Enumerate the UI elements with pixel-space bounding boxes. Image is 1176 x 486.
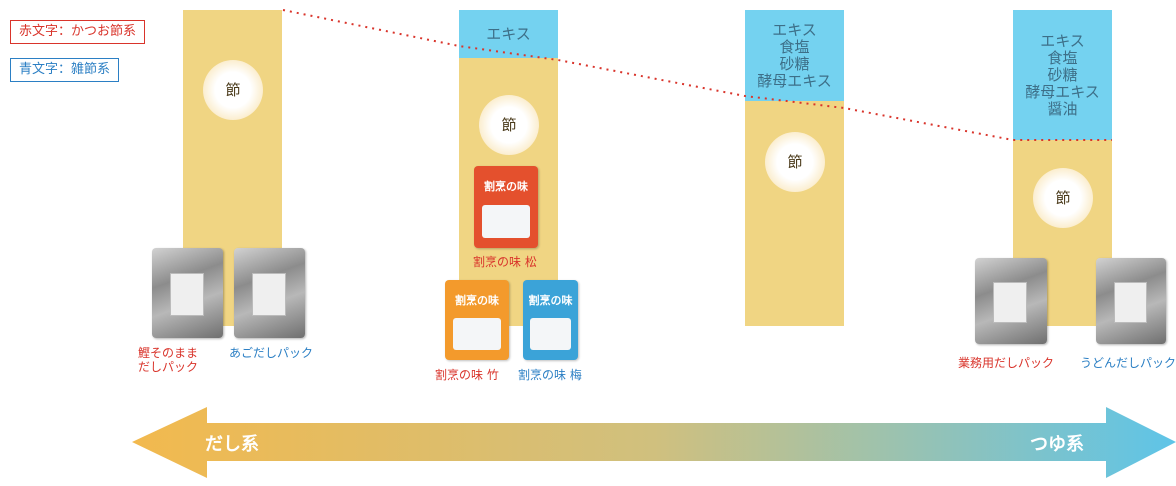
extract-block-2: エキス: [459, 10, 558, 58]
caption-kappo-matsu: 割烹の味 松: [473, 255, 537, 269]
extract-block-3: エキス 食塩 砂糖 酵母エキス: [745, 10, 844, 101]
caption-udon-pack: うどんだしパック: [1080, 356, 1176, 370]
package-logo: 割烹の味: [454, 294, 499, 308]
caption-katsuo-pack: 鰹そのまま だしパック: [138, 346, 198, 374]
product-bag-ago: [234, 248, 305, 338]
extract-item: エキス: [1040, 31, 1085, 50]
product-package-ume: 割烹の味: [523, 280, 578, 360]
setsu-circle-2: 節: [479, 95, 539, 155]
ingredient-column-4: エキス 食塩 砂糖 酵母エキス 醤油 節: [1013, 10, 1112, 326]
legend-katsuo-label: 赤文字：かつお節系: [10, 20, 146, 44]
setsu-circle-3: 節: [765, 132, 825, 192]
extract-item: エキス: [486, 24, 531, 43]
extract-item: エキス: [772, 20, 817, 39]
extract-item: 酵母エキス: [1025, 82, 1100, 101]
extract-item: 食塩: [779, 37, 810, 56]
arrow-label-dashi: だし系: [205, 434, 259, 455]
caption-gyomu-pack: 業務用だしパック: [958, 356, 1055, 370]
extract-item: 酵母エキス: [757, 71, 832, 90]
ingredient-column-3: エキス 食塩 砂糖 酵母エキス 節: [745, 10, 844, 326]
product-bag-katsuo: [152, 248, 223, 338]
product-bag-gyomu: [975, 258, 1047, 344]
product-bag-udon: [1096, 258, 1166, 344]
legend-zatsu-label: 青文字：雑節系: [10, 58, 120, 82]
setsu-circle-1: 節: [203, 60, 263, 120]
caption-kappo-ume: 割烹の味 梅: [518, 368, 582, 382]
caption-ago-pack: あごだしパック: [229, 346, 314, 360]
product-package-take: 割烹の味: [445, 280, 509, 360]
extract-block-4: エキス 食塩 砂糖 酵母エキス 醤油: [1013, 10, 1112, 140]
product-package-matsu: 割烹の味: [474, 166, 538, 248]
caption-kappo-take: 割烹の味 竹: [435, 368, 499, 382]
caption-line: 鰹そのまま: [138, 346, 199, 360]
extract-item: 食塩: [1047, 48, 1078, 67]
setsu-circle-4: 節: [1033, 168, 1093, 228]
arrow-label-tsuyu: つゆ系: [1030, 434, 1084, 455]
extract-item: 醤油: [1047, 99, 1078, 118]
package-logo: 割烹の味: [528, 294, 573, 308]
extract-item: 砂糖: [1047, 65, 1078, 84]
package-logo: 割烹の味: [483, 180, 528, 194]
extract-item: 砂糖: [779, 54, 810, 73]
caption-line: だしパック: [138, 360, 199, 374]
